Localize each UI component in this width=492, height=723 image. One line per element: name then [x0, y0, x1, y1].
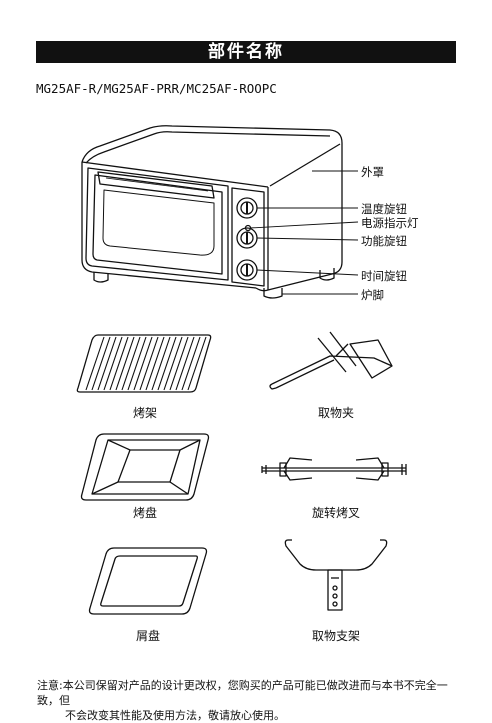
rack-illustration [76, 334, 212, 393]
model-number: MG25AF-R/MG25AF-PRR/MC25AF-ROOPC [36, 81, 277, 96]
label-foot: 炉脚 [361, 288, 384, 302]
rotisserie-holder-illustration [284, 539, 388, 611]
oven-illustration [81, 125, 359, 299]
notice-line-2: 不会改变其性能及使用方法，敬请放心使用。 [65, 709, 285, 722]
notice-prefix: 注意: [37, 679, 63, 692]
label-power-light: 电源指示灯 [361, 216, 419, 230]
bake-pan-illustration [80, 433, 210, 501]
caption-rack-clamp: 取物夹 [317, 406, 354, 420]
label-temp-knob: 温度旋钮 [361, 202, 407, 216]
notice: 注意:本公司保留对产品的设计更改权，您购买的产品可能已做改进而与本书不完全一致，… [37, 678, 467, 723]
caption-rotisserie: 旋转烤叉 [311, 506, 360, 520]
page-title: 部件名称 [36, 41, 456, 63]
caption-crumb-tray: 屑盘 [135, 629, 160, 643]
notice-line-1: 本公司保留对产品的设计更改权，您购买的产品可能已做改进而与本书不完全一致，但 [37, 679, 448, 707]
label-function-knob: 功能旋钮 [361, 234, 407, 248]
label-timer-knob: 时间旋钮 [361, 269, 407, 283]
caption-rack: 烤架 [132, 406, 157, 420]
label-outer-cover: 外罩 [361, 165, 384, 179]
caption-rotisserie-holder: 取物支架 [311, 629, 360, 643]
rack-clamp-illustration [269, 331, 393, 390]
caption-bake-pan: 烤盘 [132, 506, 157, 520]
rotisserie-illustration [261, 457, 407, 481]
crumb-tray-illustration [88, 547, 208, 615]
